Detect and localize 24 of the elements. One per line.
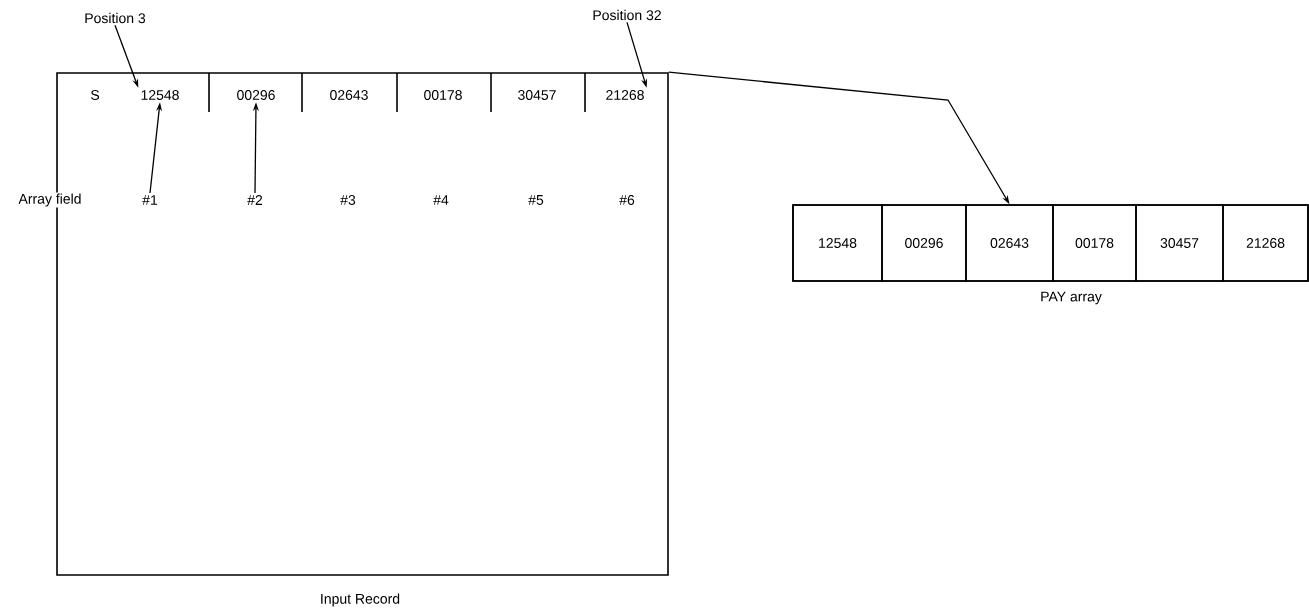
array-cell: 12548 [792,204,883,282]
position-label: Position 32 [593,9,661,21]
row-label: Array field [17,192,83,208]
field-value: 00178 [424,90,462,100]
array-cell: 21268 [1222,204,1309,282]
array-field-number: #3 [340,195,356,205]
array-field-number: #4 [433,195,449,205]
field-value: 30457 [518,90,556,100]
array-cell: 00178 [1052,204,1137,282]
array-field-number: #2 [247,195,263,205]
field-value: 21268 [606,90,644,100]
node-label: PAY array [1041,291,1102,305]
position-label: Position 3 [85,12,146,24]
array-field-number: #1 [142,195,158,205]
field-label: S [91,90,100,100]
array-cell: 30457 [1135,204,1224,282]
array-field-number: #6 [619,195,635,205]
node-label: Input Record [321,593,400,607]
field-value: 12548 [141,90,179,100]
field-value: 00296 [237,90,275,100]
array-field-number: #5 [528,195,544,205]
array-cell: 00296 [881,204,967,282]
field-value: 02643 [330,90,368,100]
array-cell: 02643 [965,204,1054,282]
